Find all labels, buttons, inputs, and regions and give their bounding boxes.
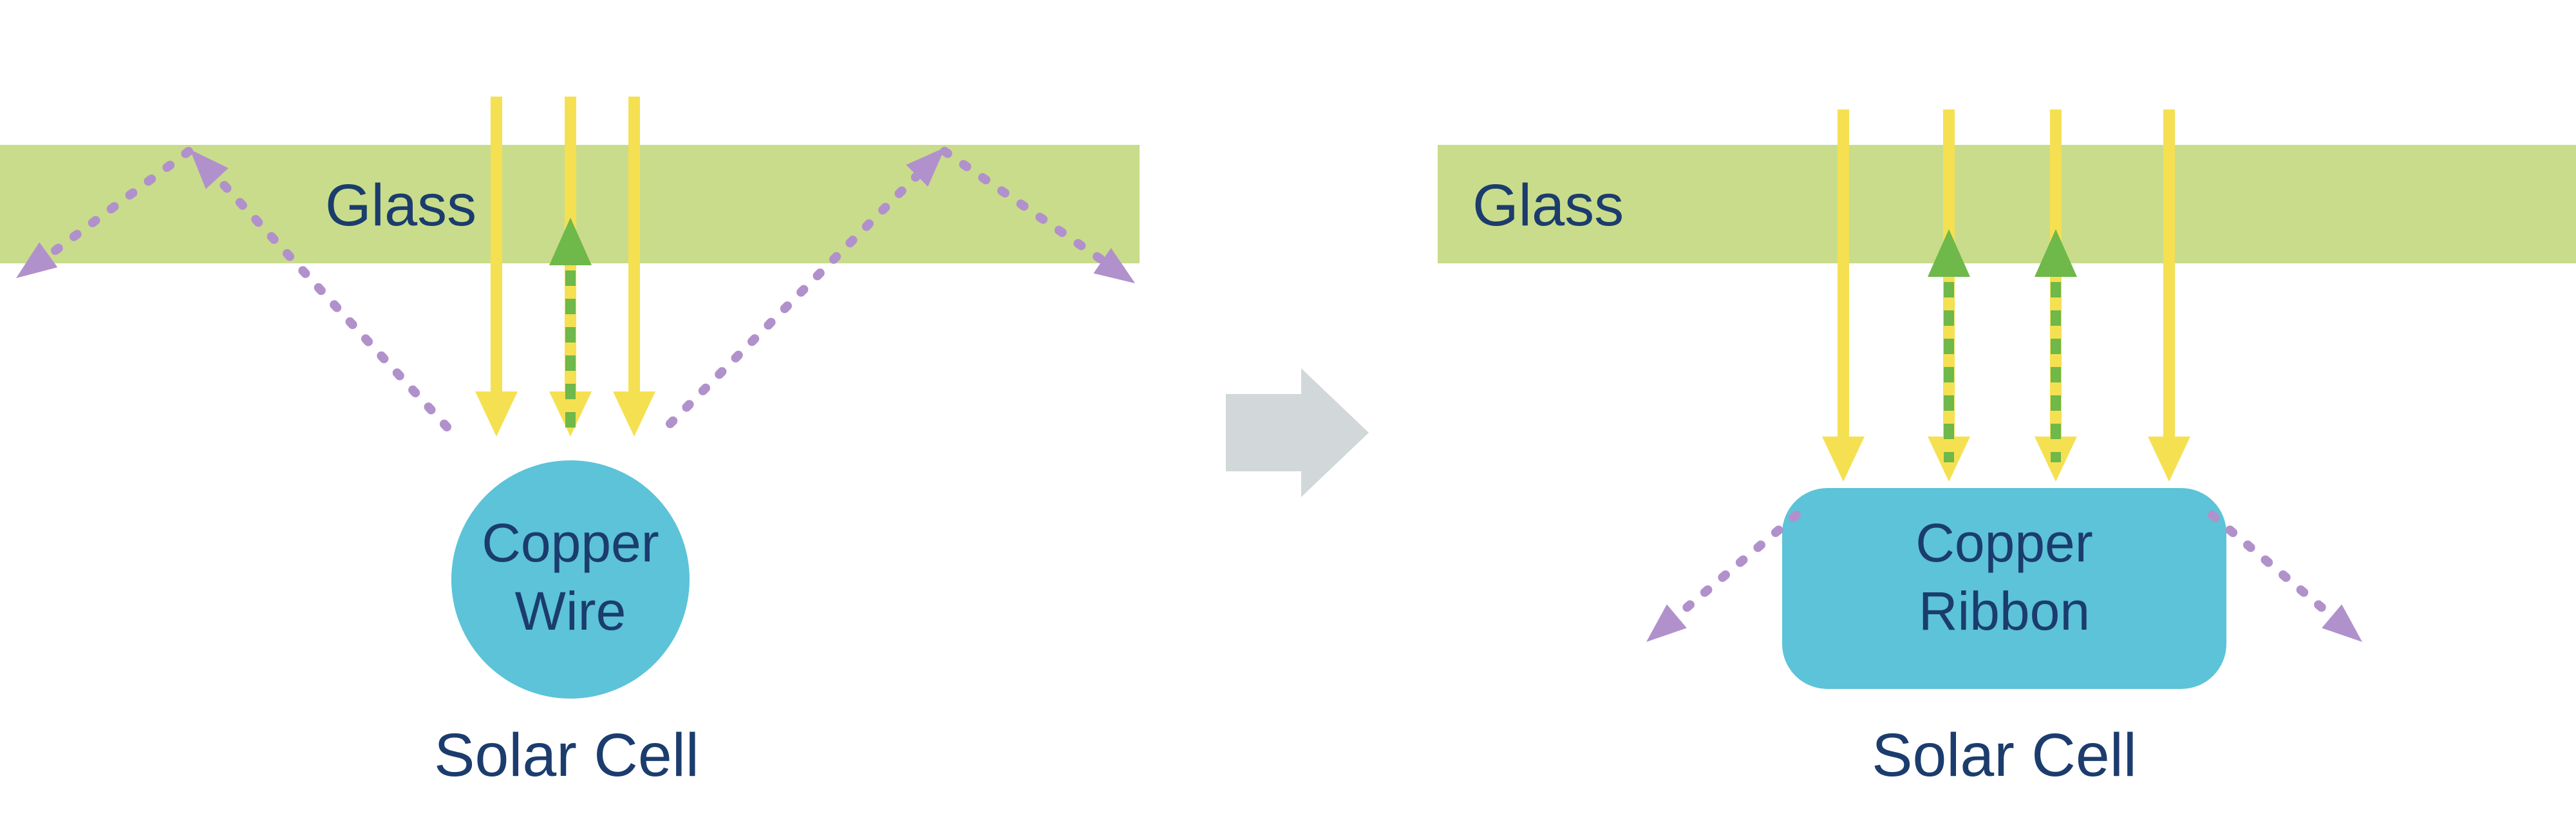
copper-ribbon-shape <box>1782 488 2226 689</box>
reflected-light-rays <box>16 147 1135 431</box>
absorbed-light-rays <box>1928 229 2077 462</box>
copper-wire-shape <box>451 460 690 699</box>
copper-ribbon-panel: Glass Copper Ribbon Solar Cell <box>1438 109 2576 789</box>
glass-label: Glass <box>1472 173 1624 238</box>
absorbed-light-arrowhead-icon <box>2035 229 2077 277</box>
reflected-light-arrowhead-icon <box>1646 604 1687 642</box>
glass-label: Glass <box>325 173 476 238</box>
reflected-light-arrowhead-icon <box>906 147 945 187</box>
copper-wire-panel: Glass Copper Wire Solar Cell <box>0 97 1140 789</box>
reflected-light-arrowhead-icon <box>190 149 229 189</box>
reflected-light-arrowhead-icon <box>1093 248 1135 283</box>
reflected-light-line <box>940 147 1115 270</box>
glass-layer <box>1438 145 2576 263</box>
copper-ribbon-label-line2: Ribbon <box>1919 581 2090 641</box>
sunlight-ray-arrowhead-icon <box>2148 437 2190 482</box>
sunlight-ray-arrowhead-icon <box>613 391 655 437</box>
sunlight-ray-arrowhead-icon <box>475 391 518 437</box>
solar-cell-label: Solar Cell <box>434 721 699 789</box>
reflected-light-line <box>1660 511 1801 631</box>
copper-wire-label-line1: Copper <box>482 513 659 573</box>
copper-wire-label-line2: Wire <box>515 581 626 641</box>
reflected-light-line <box>31 147 193 270</box>
solar-cell-label: Solar Cell <box>1872 721 2137 789</box>
copper-ribbon-label-line1: Copper <box>1915 513 2093 573</box>
reflected-light-arrowhead-icon <box>16 242 58 278</box>
transition-arrow-icon <box>1226 368 1369 497</box>
reflected-light-line <box>666 166 926 428</box>
reflected-light-line <box>2208 511 2349 631</box>
reflected-light-arrowhead-icon <box>2322 604 2362 642</box>
absorbed-light-arrowhead-icon <box>549 218 592 265</box>
sunlight-ray-arrowhead-icon <box>1822 437 1865 482</box>
reflected-light-rays <box>1646 511 2362 642</box>
absorbed-light-arrowhead-icon <box>1928 229 1970 277</box>
absorbed-light-ray <box>549 218 592 430</box>
